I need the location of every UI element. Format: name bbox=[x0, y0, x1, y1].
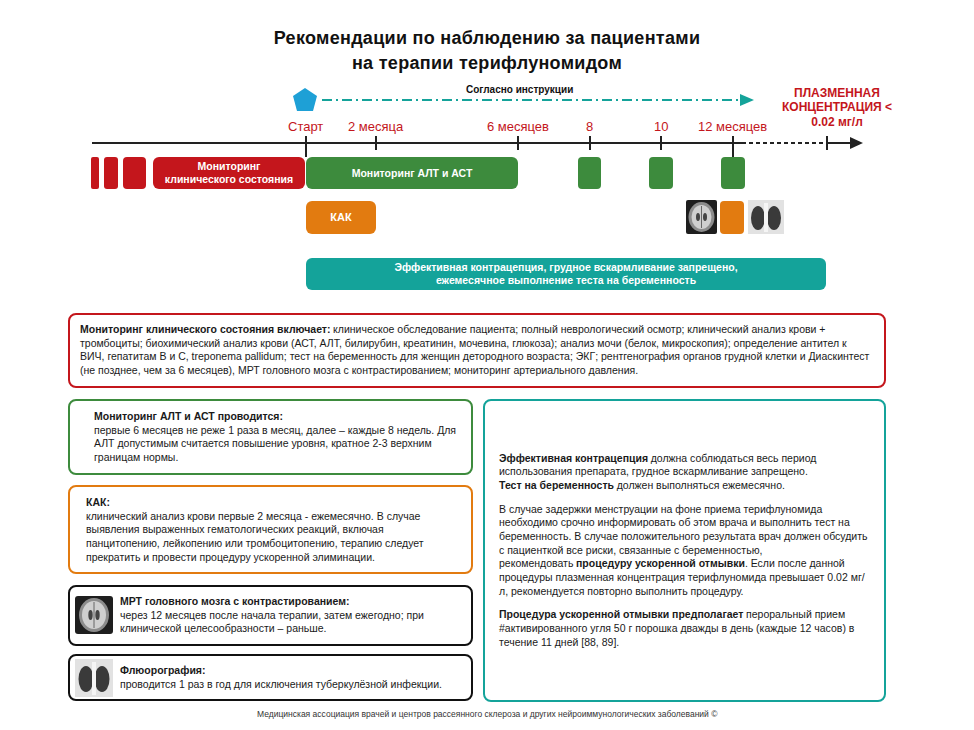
pre-start-marker bbox=[91, 157, 99, 189]
box-emphasis: Эффективная контрацепция bbox=[499, 452, 648, 464]
info-box: КАК:клинический анализ крови первые 2 ме… bbox=[68, 485, 473, 574]
mri-icon bbox=[686, 200, 717, 234]
timeline-tick bbox=[375, 136, 377, 150]
pre-start-marker bbox=[123, 157, 146, 189]
timeline-bar: Мониторинг клинического состояния bbox=[153, 157, 305, 189]
box-heading: Мониторинг АЛТ и АСТ проводится: bbox=[94, 410, 457, 424]
box-body: должен выполняться ежемесячно. bbox=[617, 479, 785, 491]
timeline-tick bbox=[732, 136, 734, 157]
info-box: МРТ головного мозга с контрастированием:… bbox=[68, 585, 473, 646]
xray-lung bbox=[95, 666, 110, 692]
mri-icon bbox=[75, 596, 113, 634]
box-paragraph: В случае задержки менструации на фоне пр… bbox=[499, 503, 870, 598]
bar-text: Эффективная контрацепция, грудное вскарм… bbox=[366, 261, 766, 286]
instruction-arrowhead bbox=[740, 94, 754, 106]
timeline-axis bbox=[92, 142, 742, 144]
alt-ast-marker bbox=[721, 157, 745, 189]
box-line: Эффективная контрацепциядолжна соблюдать… bbox=[499, 452, 870, 479]
box-emphasis: Процедура ускоренной отмывки предполагае… bbox=[499, 608, 743, 620]
timeline-label: 8 bbox=[586, 119, 593, 134]
alt-ast-marker bbox=[649, 157, 673, 189]
box-heading: Флюорография: bbox=[120, 664, 461, 678]
mri-frame bbox=[686, 200, 717, 234]
xray-lung bbox=[767, 206, 781, 230]
box-emphasis: процедуру ускоренной отмывки bbox=[576, 557, 745, 569]
box-paragraph: Мониторинг клинического состояния включа… bbox=[80, 323, 874, 378]
timeline-bar: Мониторинг АЛТ и АСТ bbox=[306, 157, 518, 189]
timeline-tick bbox=[660, 136, 662, 150]
box-body: через 12 месяцев после начала терапии, з… bbox=[120, 609, 461, 636]
mri-ventricle bbox=[95, 610, 99, 620]
alt-ast-marker bbox=[578, 157, 601, 189]
bar-text: КАК bbox=[330, 211, 351, 224]
mri-ventricle bbox=[696, 213, 700, 221]
xray-frame bbox=[75, 659, 113, 697]
info-box: Мониторинг АЛТ и АСТ проводится:первые 6… bbox=[68, 399, 473, 475]
box-body: первые 6 месяцев не реже 1 раза в месяц,… bbox=[94, 424, 457, 465]
xray-icon bbox=[748, 200, 784, 234]
box-line: В случае задержки менструации на фоне пр… bbox=[499, 503, 870, 598]
info-box: Эффективная контрацепциядолжна соблюдать… bbox=[483, 399, 886, 702]
box-heading: КАК: bbox=[86, 496, 457, 510]
diagram-title: Рекомендации по наблюдению за пациентами… bbox=[261, 26, 713, 76]
box-heading: Мониторинг клинического состояния включа… bbox=[80, 323, 330, 335]
box-body: проводится 1 раз в год для исключения ту… bbox=[120, 678, 461, 692]
pre-start-marker bbox=[104, 157, 118, 189]
plasma-target-label: ПЛАЗМЕННАЯ КОНЦЕНТРАЦИЯ < 0.02 мг/л bbox=[780, 86, 894, 129]
timeline-label: 12 месяцев bbox=[698, 119, 767, 134]
mri-brain bbox=[692, 205, 712, 229]
timeline-tick bbox=[305, 136, 307, 157]
xray-lung bbox=[751, 206, 765, 230]
box-paragraph: Эффективная контрацепциядолжна соблюдать… bbox=[499, 452, 870, 493]
timeline-tick bbox=[826, 136, 828, 150]
timeline-tick bbox=[589, 136, 591, 150]
mri-ventricle bbox=[88, 610, 92, 620]
xray-spine bbox=[92, 662, 96, 695]
box-paragraph: Процедура ускоренной отмывки предполагае… bbox=[499, 608, 870, 649]
axis-arrowhead bbox=[850, 137, 863, 149]
mri-ventricle bbox=[703, 213, 707, 221]
info-box: Мониторинг клинического состояния включа… bbox=[68, 313, 886, 388]
box-line: Тест на беременностьдолжен выполняться е… bbox=[499, 479, 870, 493]
timeline-axis bbox=[826, 142, 852, 144]
footer-caption: Медицинская ассоциация врачей и центров … bbox=[257, 709, 717, 719]
mri-midline bbox=[701, 206, 702, 228]
xray-spine bbox=[764, 203, 768, 232]
mri-midline bbox=[94, 602, 95, 628]
timeline-bar: КАК bbox=[306, 201, 376, 234]
timeline-band: Эффективная контрацепция, грудное вскарм… bbox=[306, 258, 826, 290]
mri-frame bbox=[75, 596, 113, 634]
box-body: клинический анализ крови первые 2 месяца… bbox=[86, 510, 457, 565]
timeline-tick bbox=[517, 136, 519, 150]
timeline-label: Старт bbox=[288, 119, 323, 134]
mri-brain bbox=[82, 601, 106, 629]
mri-skull bbox=[689, 202, 715, 232]
timeline-label: 6 месяцев bbox=[487, 119, 549, 134]
arrow-label: Согласно инструкции bbox=[466, 84, 573, 95]
box-heading: МРТ головного мозга с контрастированием: bbox=[120, 595, 461, 609]
xray-icon bbox=[75, 659, 113, 697]
mri-skull bbox=[79, 598, 109, 632]
cbc-marker bbox=[720, 201, 744, 234]
bar-text: Мониторинг АЛТ и АСТ bbox=[352, 167, 473, 180]
timeline-label: 10 bbox=[654, 119, 668, 134]
box-emphasis: Тест на беременность bbox=[499, 479, 614, 491]
info-box: Флюорография:проводится 1 раз в год для … bbox=[68, 654, 473, 701]
instruction-arrow bbox=[322, 99, 742, 101]
timeline-axis-dashed bbox=[742, 142, 826, 144]
box-line: Процедура ускоренной отмывки предполагае… bbox=[499, 608, 870, 649]
xray-frame bbox=[748, 200, 784, 234]
xray-lung bbox=[79, 666, 94, 692]
timeline-label: 2 месяца bbox=[348, 119, 403, 134]
start-pentagon bbox=[293, 88, 317, 111]
bar-text: Мониторинг клинического состояния bbox=[161, 160, 297, 185]
